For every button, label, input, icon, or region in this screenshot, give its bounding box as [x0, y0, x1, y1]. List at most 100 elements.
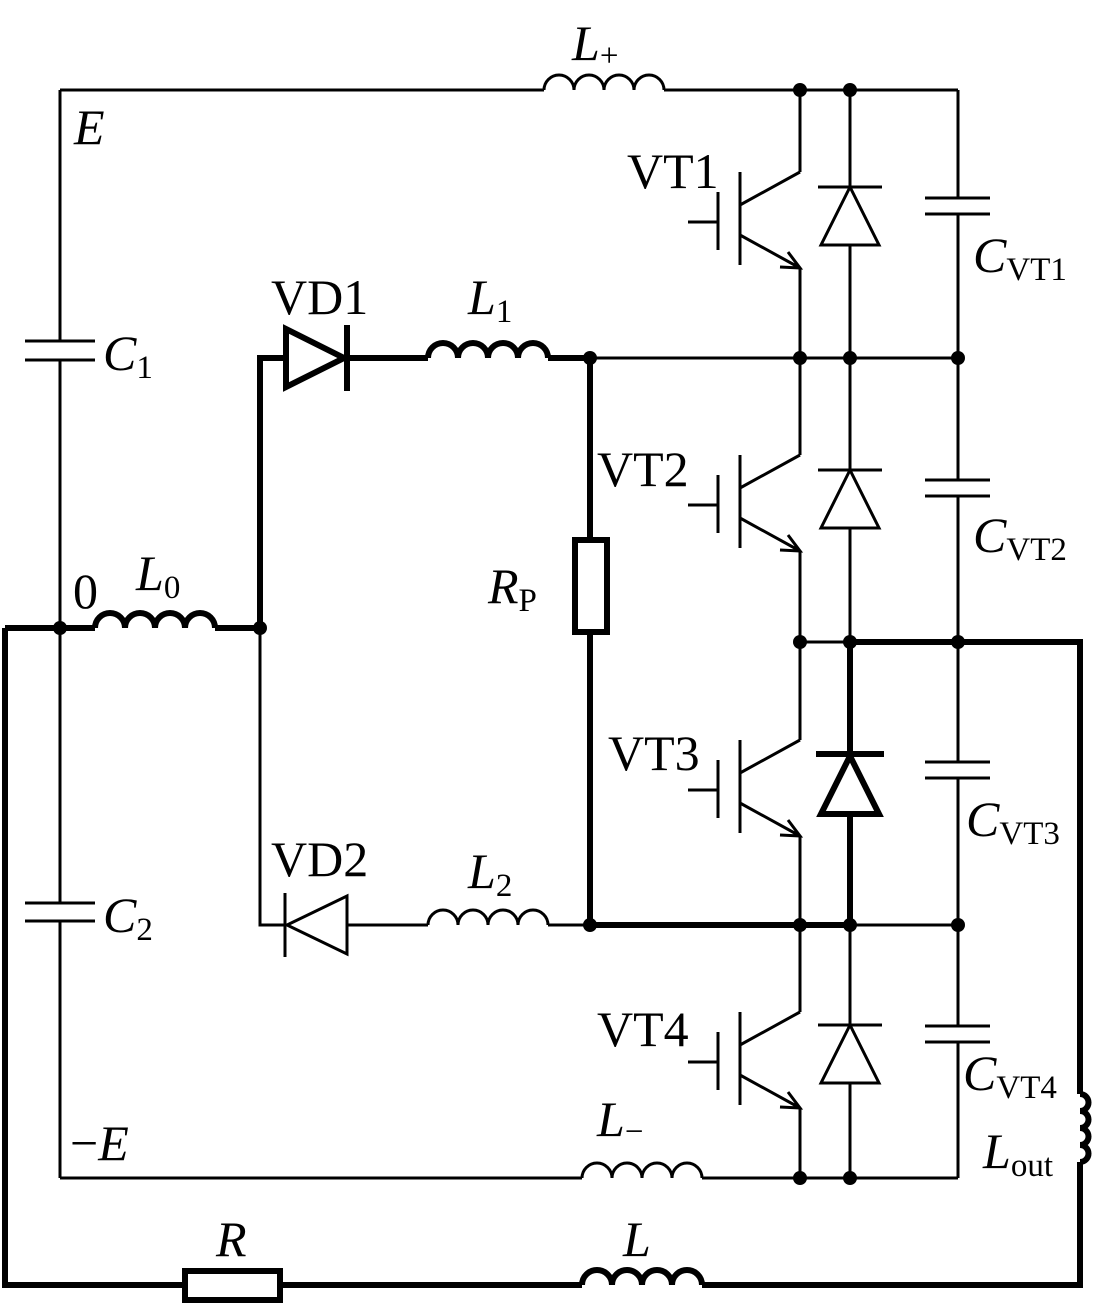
label-c2-sub: 2 — [136, 912, 153, 948]
label-c1-main: C — [103, 325, 137, 381]
transistor-vt3 — [688, 738, 804, 838]
label-l-out-sub: out — [1011, 1148, 1053, 1184]
diode-vd2 — [283, 893, 349, 957]
label-negative-e: −E — [70, 1115, 129, 1171]
diode-vd2-triangle — [283, 893, 349, 957]
labels: E 0 −E L+ L1 L0 L2 L− Lout L R RP C1 C2 … — [70, 15, 1067, 1267]
thin-wires — [58, 88, 960, 1180]
inductor-l — [579, 1267, 705, 1286]
label-l: L — [622, 1211, 651, 1267]
label-l1: L1 — [467, 269, 512, 330]
output-wire — [2, 628, 1083, 1288]
freewheel-diode-4-triangle — [818, 1021, 882, 1085]
label-vd1: VD1 — [271, 269, 368, 325]
label-l-plus-sub: + — [600, 38, 619, 74]
label-c-vt3-main: C — [966, 791, 1000, 847]
label-l-minus: L− — [596, 1091, 643, 1150]
label-c-vt2: CVT2 — [973, 507, 1067, 568]
label-l2: L2 — [467, 843, 512, 904]
transistor-vt2-symbol — [688, 453, 804, 553]
diode-vd1-triangle — [283, 324, 351, 392]
label-r: R — [215, 1211, 247, 1267]
junction-dot — [583, 918, 597, 932]
label-negative-e-sign: − — [70, 1115, 98, 1171]
label-c-vt4-sub: VT4 — [996, 1070, 1057, 1106]
label-l-minus-main: L — [596, 1091, 625, 1147]
inductor-l2 — [426, 908, 550, 926]
transistor-vt3-symbol — [688, 738, 804, 838]
label-c-vt1-main: C — [973, 227, 1007, 283]
capacitor-c2 — [25, 901, 95, 923]
label-l-minus-sub: − — [625, 1114, 644, 1150]
label-l0: L0 — [135, 545, 180, 606]
junction-dot — [843, 1171, 857, 1185]
label-rp-sub: P — [519, 583, 537, 619]
junction-dot — [951, 635, 965, 649]
junction-dots — [53, 83, 965, 1185]
inductor-l-plus — [542, 73, 666, 91]
label-vt2: VT2 — [597, 441, 689, 497]
capacitor-c-vt1 — [925, 196, 990, 216]
junction-dot — [843, 83, 857, 97]
resistor-rp — [572, 537, 610, 635]
junction-dot — [843, 351, 857, 365]
inductor-l1 — [425, 340, 551, 359]
freewheel-diode-3 — [816, 749, 884, 817]
label-c-vt3: CVT3 — [966, 791, 1060, 852]
junction-dot — [951, 351, 965, 365]
junction-dot — [253, 621, 267, 635]
label-c2-main: C — [103, 887, 137, 943]
label-vt3: VT3 — [608, 725, 700, 781]
label-l-out-main: L — [982, 1123, 1011, 1179]
label-c2: C2 — [103, 887, 153, 948]
junction-dot — [793, 351, 807, 365]
freewheel-diode-1-triangle — [818, 183, 882, 247]
label-vt1: VT1 — [627, 143, 719, 199]
label-c1: C1 — [103, 325, 153, 386]
freewheel-diode-3-triangle — [816, 749, 884, 817]
transistor-vt2 — [688, 453, 804, 553]
zero-node-wire — [5, 355, 850, 928]
freewheel-diode-4 — [818, 1021, 882, 1085]
inductor-l-out — [1079, 1091, 1092, 1165]
label-c1-sub: 1 — [136, 350, 153, 386]
freewheel-diode-1 — [818, 183, 882, 247]
capacitor-c-vt4 — [925, 1024, 990, 1044]
label-rp: RP — [487, 558, 537, 619]
label-vd2: VD2 — [271, 831, 368, 887]
transistor-vt4 — [688, 1010, 804, 1110]
capacitor-c-vt2 — [925, 478, 990, 498]
label-c-vt4-main: C — [963, 1045, 997, 1101]
junction-dot — [793, 918, 807, 932]
junction-dot — [53, 621, 67, 635]
inductor-l0 — [92, 610, 218, 629]
diode-vd1 — [283, 324, 351, 392]
junction-dot — [951, 918, 965, 932]
freewheel-diode-2-triangle — [818, 466, 882, 530]
label-l0-main: L — [135, 545, 164, 601]
label-zero-node: 0 — [73, 563, 98, 619]
transistor-vt4-symbol — [688, 1010, 804, 1110]
label-l1-sub: 1 — [496, 294, 513, 330]
resistor-r — [182, 1268, 283, 1303]
capacitor-c-vt3 — [925, 760, 990, 780]
label-c-vt3-sub: VT3 — [999, 816, 1060, 852]
label-c-vt1: CVT1 — [973, 227, 1067, 288]
label-c-vt4: CVT4 — [963, 1045, 1057, 1106]
transistor-vt1-symbol — [688, 170, 804, 270]
label-e-top: E — [73, 99, 105, 155]
label-c-vt1-sub: VT1 — [1006, 252, 1067, 288]
label-rp-main: R — [487, 558, 519, 614]
label-l2-sub: 2 — [496, 868, 513, 904]
label-l2-main: L — [467, 843, 496, 899]
transistor-vt1 — [688, 170, 804, 270]
junction-dot — [793, 1171, 807, 1185]
junction-dot — [583, 351, 597, 365]
label-c-vt2-sub: VT2 — [1006, 532, 1067, 568]
label-vt4: VT4 — [597, 1001, 689, 1057]
junction-dot — [843, 635, 857, 649]
label-l-plus: L+ — [571, 15, 618, 74]
junction-dot — [843, 918, 857, 932]
highlighted-current-path — [2, 355, 1083, 1288]
